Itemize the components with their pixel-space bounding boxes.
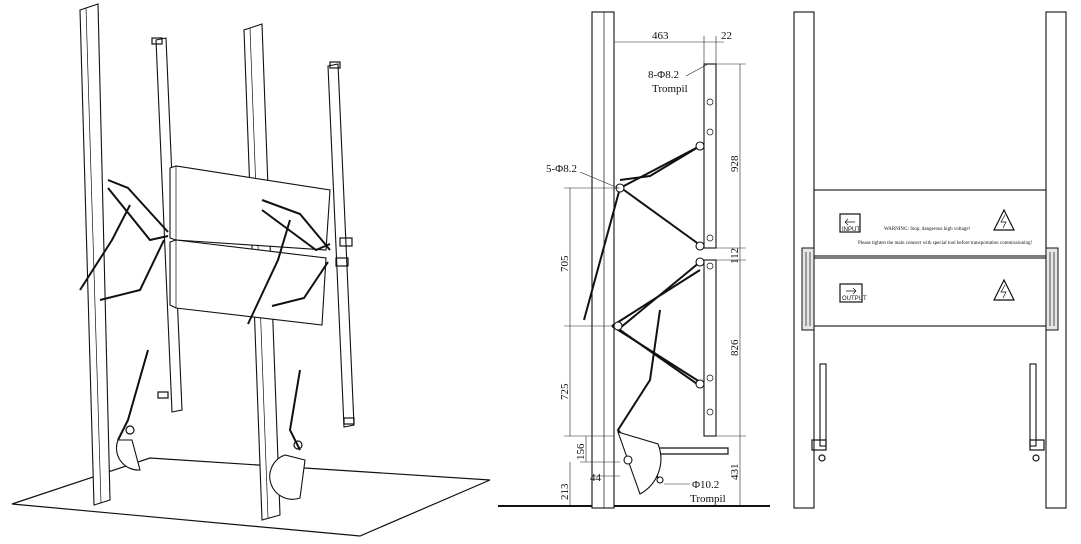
lower-panel [813, 257, 1047, 327]
lower-module-side [703, 259, 717, 437]
input-label: INPUT [842, 227, 860, 233]
dim-pivot-width: 44 [590, 472, 602, 484]
dim-pivot-offset: 156 [575, 443, 587, 460]
dim-floor-height: 213 [559, 483, 571, 500]
high-voltage-icon [993, 208, 1015, 231]
side-view: 463 22 928 112 826 431 705 725 156 213 4… [498, 11, 770, 509]
callout-holes-side: 5-Φ8.2 [546, 163, 577, 175]
dim-upper-module: 928 [729, 155, 741, 172]
left-back-rail [155, 37, 183, 413]
dim-bottom-height: 431 [729, 464, 741, 481]
warning-text: WARNING: Stop, dangerous high voltage! [884, 227, 971, 232]
dim-arm-span-lower: 725 [559, 383, 571, 400]
dim-gap: 112 [729, 248, 741, 264]
right-wheel-sector [269, 454, 306, 500]
left-wheel-sector [115, 439, 141, 471]
upper-module [169, 165, 331, 251]
front-view: INPUT OUTPUT WARNING: Stop, dangerous hi… [793, 11, 1067, 509]
left-column [79, 3, 111, 506]
dim-top-width: 463 [652, 30, 669, 42]
wall-column [591, 11, 615, 509]
output-terminal-box [839, 283, 863, 303]
callout-holes-top-sub: Trompil [652, 83, 688, 95]
lower-module [169, 239, 327, 326]
high-voltage-icon [993, 278, 1015, 301]
notice-text: Please tighten the main connect with spe… [858, 241, 1032, 246]
isometric-view [11, 3, 491, 537]
dim-top-offset: 22 [721, 30, 732, 42]
input-terminal-box [839, 213, 861, 233]
callout-holes-bottom-sub: Trompil [690, 493, 726, 505]
upper-panel [813, 189, 1047, 257]
dim-arm-span-upper: 705 [559, 255, 571, 272]
callout-holes-bottom: Φ10.2 [692, 479, 719, 491]
floor-plate [11, 457, 491, 537]
callout-holes-top: 8-Φ8.2 [648, 69, 679, 81]
dim-lower-module: 826 [729, 339, 741, 356]
output-label: OUTPUT [842, 296, 867, 302]
wheel-sector-side [617, 431, 662, 495]
upper-module-side [703, 63, 717, 249]
